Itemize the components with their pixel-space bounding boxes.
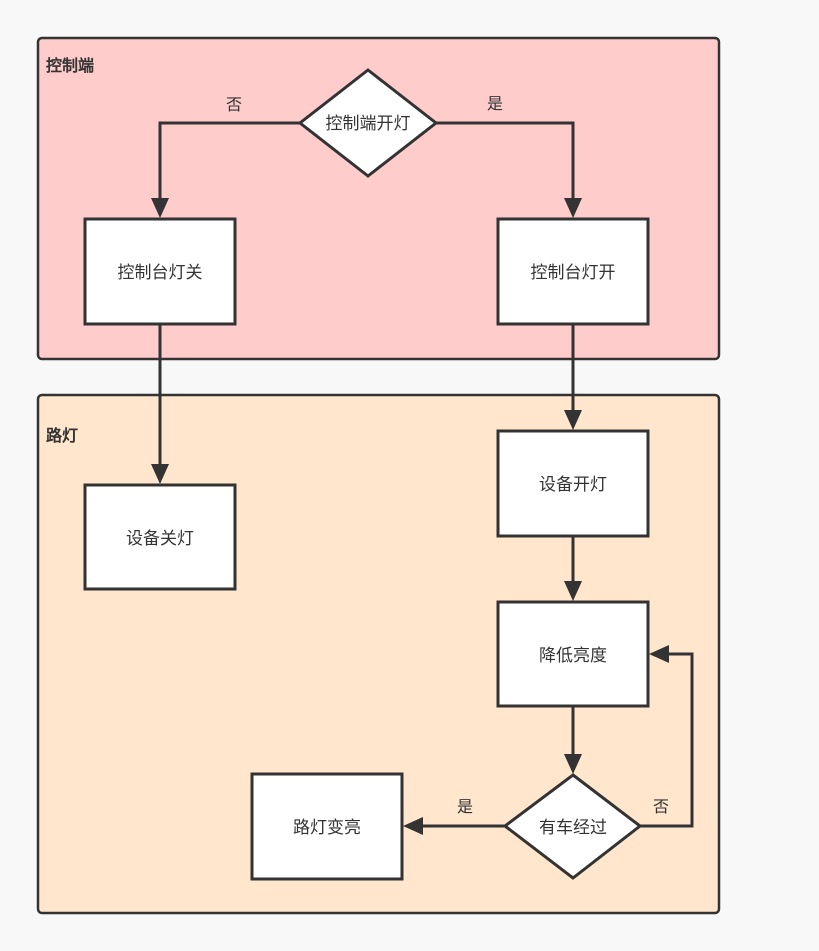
device-on-label: 设备开灯 bbox=[539, 475, 607, 495]
arrowhead-reduce bbox=[564, 581, 582, 601]
console-off-label: 控制台灯关 bbox=[118, 263, 203, 283]
light-brighten-label: 路灯变亮 bbox=[293, 818, 361, 838]
arrowhead-brighten bbox=[403, 817, 423, 835]
decision-car-label: 有车经过 bbox=[539, 818, 607, 838]
node-device-off: 设备关灯 bbox=[83, 483, 237, 591]
box-console-on bbox=[496, 217, 650, 326]
arrowhead-console-off bbox=[151, 198, 169, 218]
lane-control-title: 控制端 bbox=[46, 56, 94, 75]
node-decision-console-on: 控制端开灯 bbox=[297, 68, 439, 178]
arrowhead-device-off bbox=[151, 464, 169, 484]
edge-label-console-no: 否 bbox=[226, 95, 242, 114]
arrowhead-console-on bbox=[564, 198, 582, 218]
edge-label-car-no: 否 bbox=[653, 797, 669, 816]
box-device-on bbox=[496, 429, 650, 538]
reduce-brightness-label: 降低亮度 bbox=[539, 646, 607, 666]
decision-console-label: 控制端开灯 bbox=[326, 114, 411, 134]
node-light-brighten: 路灯变亮 bbox=[250, 772, 404, 881]
edge-decision-car-loop bbox=[640, 652, 694, 828]
box-reduce-brightness bbox=[496, 600, 650, 708]
arrowhead-decision-car bbox=[564, 754, 582, 774]
node-decision-car: 有车经过 bbox=[502, 773, 643, 880]
edge-label-car-yes: 是 bbox=[457, 797, 473, 816]
decision-diamond-console bbox=[297, 68, 439, 178]
box-device-off bbox=[83, 483, 237, 591]
box-light-brighten bbox=[250, 772, 404, 881]
node-device-on: 设备开灯 bbox=[496, 429, 650, 538]
decision-diamond-car bbox=[502, 773, 643, 880]
arrowhead-loop bbox=[649, 645, 669, 663]
console-on-label: 控制台灯开 bbox=[531, 263, 616, 283]
edge-label-console-yes: 是 bbox=[487, 94, 503, 113]
node-console-off: 控制台灯关 bbox=[83, 217, 237, 326]
arrowhead-device-on bbox=[564, 410, 582, 430]
edges bbox=[151, 121, 694, 835]
edge-decision-to-console-on bbox=[436, 121, 575, 205]
lane-streetlight-title: 路灯 bbox=[46, 426, 78, 445]
node-console-on: 控制台灯开 bbox=[496, 217, 650, 326]
edge-decision-to-console-off bbox=[158, 121, 300, 212]
node-reduce-brightness: 降低亮度 bbox=[496, 600, 650, 708]
device-off-label: 设备关灯 bbox=[126, 529, 194, 549]
box-console-off bbox=[83, 217, 237, 326]
